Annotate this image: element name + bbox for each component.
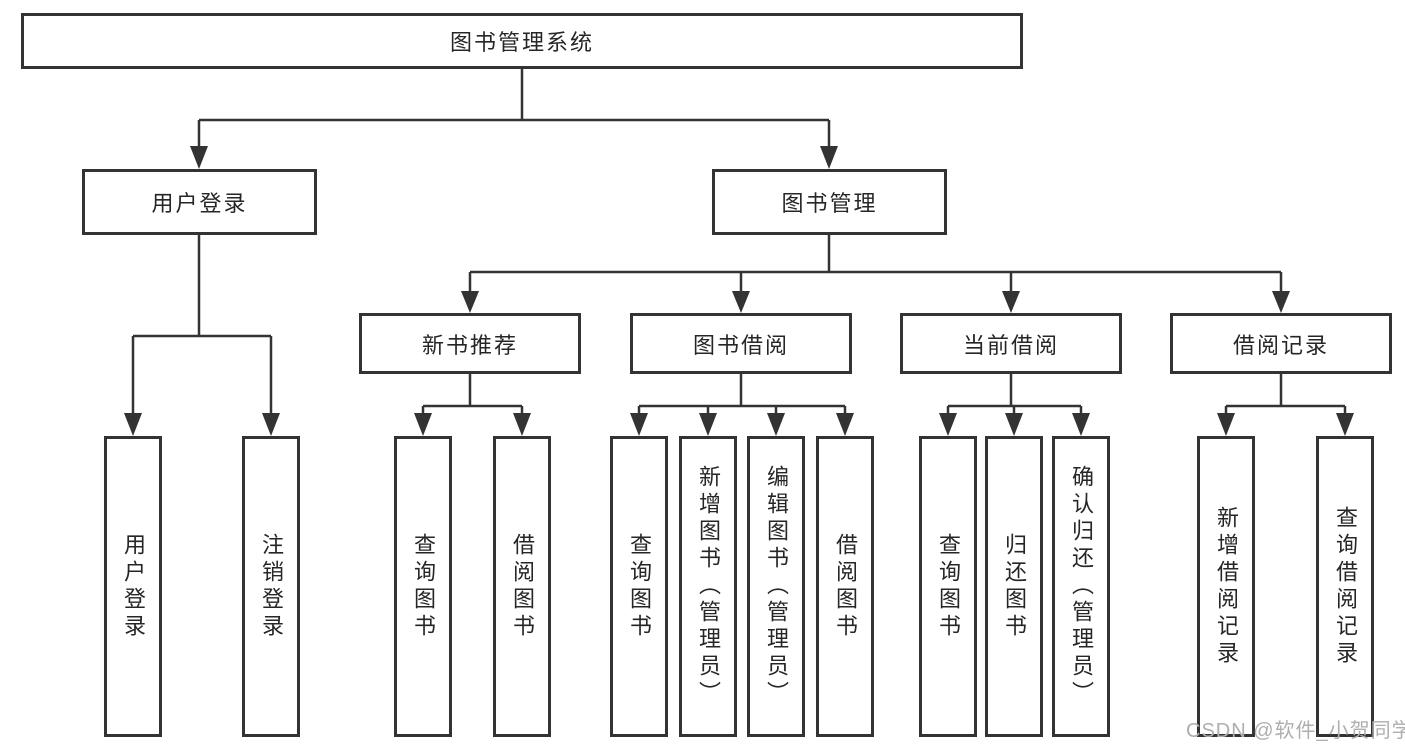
leaf-current-confirm-return-admin: 确认归还（管理员） bbox=[1052, 436, 1110, 737]
node-new-book-recommendation: 新书推荐 bbox=[359, 313, 581, 374]
node-label: 图书管理系统 bbox=[449, 30, 594, 55]
node-label: 新增借阅记录 bbox=[1214, 505, 1239, 668]
node-label: 确认归还（管理员） bbox=[1069, 465, 1094, 708]
node-label: 新书推荐 bbox=[421, 332, 518, 358]
node-borrowing-records: 借阅记录 bbox=[1170, 313, 1392, 374]
node-label: 新增图书（管理员） bbox=[696, 465, 721, 708]
csdn-watermark: CSDN @软件_小贺同学 bbox=[1186, 720, 1405, 742]
leaf-logout: 注销登录 bbox=[242, 436, 300, 737]
node-current-borrowing: 当前借阅 bbox=[900, 313, 1122, 374]
leaf-borrow-borrow-books: 借阅图书 bbox=[816, 436, 874, 737]
leaf-borrow-query-books: 查询图书 bbox=[610, 436, 668, 737]
node-label: 注销登录 bbox=[259, 532, 284, 641]
node-label: 查询图书 bbox=[411, 532, 436, 641]
node-label: 图书借阅 bbox=[692, 332, 789, 358]
node-book-borrowing: 图书借阅 bbox=[630, 313, 852, 374]
leaf-borrow-edit-books-admin: 编辑图书（管理员） bbox=[747, 436, 805, 737]
node-label: 借阅图书 bbox=[833, 532, 858, 641]
node-label: 归还图书 bbox=[1002, 532, 1027, 641]
node-label: 查询图书 bbox=[936, 532, 961, 641]
node-user-login-module: 用户登录 bbox=[82, 169, 317, 235]
node-label: 编辑图书（管理员） bbox=[764, 465, 789, 708]
node-library-management-system: 图书管理系统 bbox=[21, 13, 1023, 69]
node-label: 图书管理 bbox=[781, 191, 878, 216]
node-label: 查询借阅记录 bbox=[1333, 505, 1358, 668]
node-label: 查询图书 bbox=[627, 532, 652, 641]
node-label: 借阅记录 bbox=[1232, 332, 1329, 358]
node-book-management-module: 图书管理 bbox=[712, 169, 947, 235]
leaf-current-return-books: 归还图书 bbox=[985, 436, 1043, 737]
node-label: 当前借阅 bbox=[962, 332, 1059, 358]
leaf-records-query-borrow-record: 查询借阅记录 bbox=[1316, 436, 1374, 737]
leaf-recommend-borrow-books: 借阅图书 bbox=[493, 436, 551, 737]
leaf-borrow-add-books-admin: 新增图书（管理员） bbox=[679, 436, 737, 737]
node-label: 借阅图书 bbox=[510, 532, 535, 641]
leaf-records-add-borrow-record: 新增借阅记录 bbox=[1197, 436, 1255, 737]
arrowheads bbox=[124, 146, 1354, 436]
node-label: 用户登录 bbox=[121, 532, 146, 641]
leaf-user-login: 用户登录 bbox=[104, 436, 162, 737]
node-label: 用户登录 bbox=[151, 191, 248, 216]
leaf-recommend-query-books: 查询图书 bbox=[394, 436, 452, 737]
leaf-current-query-books: 查询图书 bbox=[919, 436, 977, 737]
